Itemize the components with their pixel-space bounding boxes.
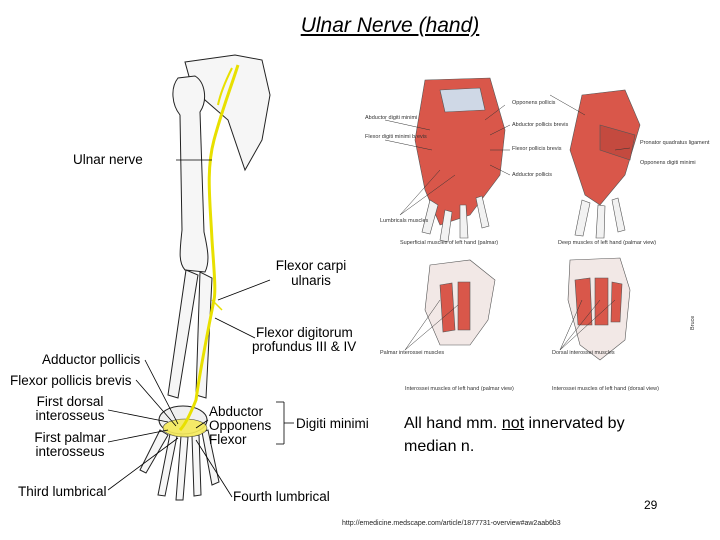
page-number: 29 [644,498,658,512]
deep-hand [569,89,641,239]
source-url[interactable]: http://emedicine.medscape.com/article/18… [342,520,561,527]
label-first-palmar-1: First palmar [34,430,106,445]
label-flexor: Flexor [209,432,247,447]
ulnar-nerve-path [178,64,240,432]
radius [167,269,199,399]
fig-opponens-pollicis: Opponens pollicis [512,100,556,106]
label-fdp-2: profundus III & IV [252,339,357,354]
fig-deep-caption: Deep muscles of left hand (palmar view) [558,240,657,246]
fig-dorsal-interossei-caption: Interossei muscles of left hand (dorsal … [552,386,659,392]
label-abductor: Abductor [209,404,264,419]
dorsal-interossei-hand [567,257,631,361]
caption-line2: median n. [404,438,475,455]
label-first-dorsal-1: First dorsal [36,394,104,409]
label-fourth-lumbrical: Fourth lumbrical [233,489,330,504]
label-third-lumbrical: Third lumbrical [18,484,107,499]
label-fdp-1: Flexor digitorum [256,325,353,340]
label-digiti-minimi: Digiti minimi [296,416,369,431]
label-flexor-carpi-2: ulnaris [291,273,331,288]
fig-lumbricals: Lumbricals muscles [380,218,429,224]
fig-pronator: Pronator quadratus ligament [640,140,710,146]
fig-flexor-dm: Flexor digiti minimi brevis [365,134,427,140]
fig-palmar-interossei: Palmar interossei muscles [380,350,445,356]
fig-opponens-dm: Opponens digiti minimi [640,160,696,166]
leader-lines [107,159,294,498]
page-title: Ulnar Nerve (hand) [300,14,480,37]
caption-line1: All hand mm. not innervated by [404,415,625,432]
label-opponens: Opponens [209,418,272,433]
fig-abductor-pb: Abductor pollicis brevis [512,122,569,128]
palmar-interossei-hand [424,259,496,346]
caption-not: not [501,415,525,432]
fig-credit: Bruce [690,315,696,330]
label-ulnar-nerve: Ulnar nerve [73,152,143,167]
fig-superficial-caption: Superficial muscles of left hand (palmar… [400,240,499,246]
fig-fpb-small: Flexor pollicis brevis [512,146,562,152]
label-first-dorsal-2: interosseus [35,408,105,423]
superficial-hand [414,77,506,243]
fig-palmar-interossei-caption: Interossei muscles of left hand (palmar … [405,386,514,392]
label-adductor-pollicis: Adductor pollicis [42,352,141,367]
fig-abductor-dm: Abductor digiti minimi [365,115,418,121]
fig-dorsal-interossei: Dorsal interossei muscles [552,350,615,356]
fig-adductor-small: Adductor pollicis [512,172,553,178]
humerus [172,75,209,273]
label-first-palmar-2: interosseus [35,444,105,459]
label-flexor-pollicis-brevis: Flexor pollicis brevis [10,373,132,388]
label-flexor-carpi-1: Flexor carpi [275,258,347,273]
